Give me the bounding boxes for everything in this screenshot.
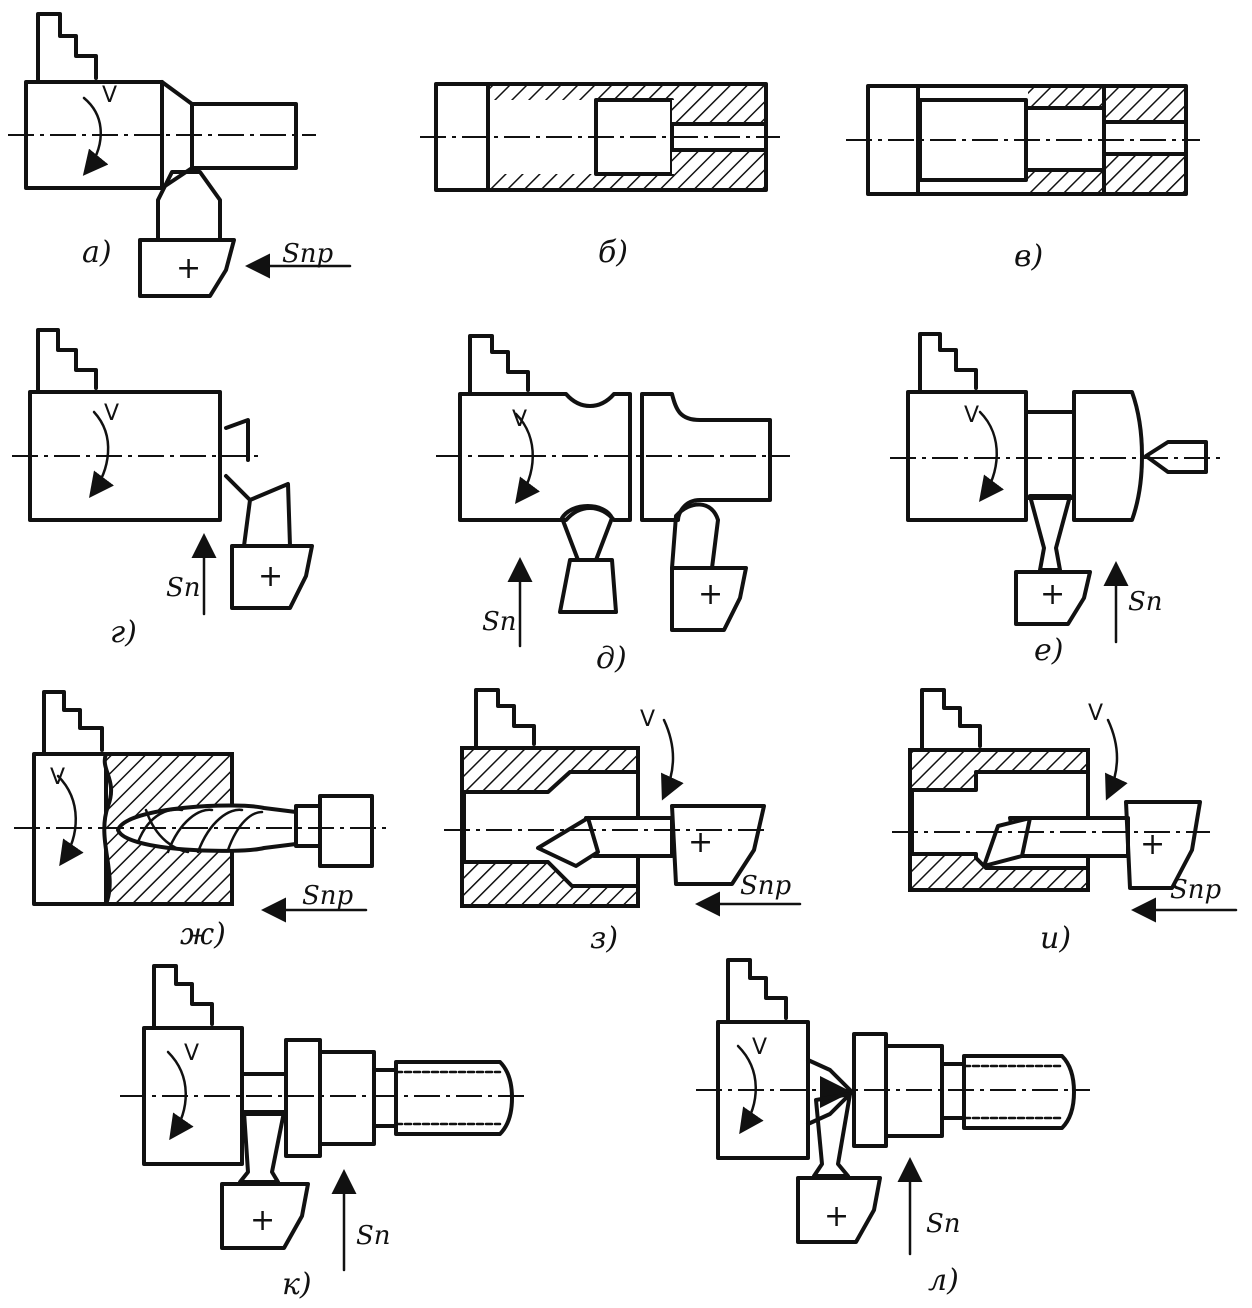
feed-label: Sп [1128, 587, 1163, 617]
tool-holder [220, 1182, 310, 1250]
rotation-arrow [978, 410, 1004, 503]
panel-label: г) [110, 615, 137, 650]
feed-label: Sпр [740, 871, 792, 901]
chuck-jaw [36, 12, 98, 84]
chuck-jaw [918, 332, 978, 394]
chuck-jaw [474, 688, 536, 750]
holder-mark: + [1040, 577, 1065, 612]
panel-label: б) [598, 235, 628, 270]
feed-label: Sп [926, 1209, 961, 1239]
rotation-arrow [56, 774, 84, 867]
panel-label: ж) [180, 917, 226, 952]
panel-z: + V Sпр з) [444, 688, 802, 956]
cutting-speed-label: V [512, 407, 527, 432]
panel-label: з) [590, 921, 618, 956]
tool-holder [1014, 570, 1092, 626]
panel-i: + V Sпр и) [892, 688, 1238, 956]
cutting-speed-label: V [964, 403, 979, 428]
panel-g: V + Sп г) [12, 328, 314, 650]
cutting-speed-label: V [104, 401, 119, 426]
panel-a: V + Sпр а) [8, 12, 352, 298]
panel-e: V + Sп е) [890, 332, 1224, 668]
panel-k: V + Sп к) [120, 964, 524, 1302]
rotation-arrow [89, 410, 114, 499]
cutting-speed-label: V [102, 83, 117, 108]
panel-label: в) [1014, 239, 1043, 274]
collar [1072, 390, 1144, 522]
neck-2 [372, 1068, 398, 1128]
tool-holder [138, 238, 236, 298]
rotation-arrow [166, 1050, 194, 1141]
feed-label: Sпр [282, 239, 334, 269]
panel-label: е) [1034, 633, 1063, 668]
panel-label: а) [82, 235, 112, 270]
panel-l: V + Sп л) [696, 958, 1090, 1298]
holder-mark: + [824, 1199, 849, 1234]
neck [240, 1072, 288, 1116]
cutting-speed-label: V [640, 707, 655, 732]
panel-label: к) [282, 1267, 312, 1302]
panel-zh: V Sпр ж) [14, 690, 390, 952]
panel-label: и) [1040, 921, 1071, 956]
holder-mark: + [258, 559, 283, 594]
rotation-arrow [1105, 718, 1128, 801]
rotation-arrow [736, 1044, 764, 1135]
grooving-tool [238, 1110, 286, 1184]
cutting-speed-label: V [50, 765, 65, 790]
tool-holder [230, 544, 314, 610]
workpiece-left [458, 392, 632, 522]
tool-holder [670, 804, 766, 886]
feed-label: Sпр [1170, 875, 1222, 905]
form-tool [670, 502, 720, 570]
tool-holder [1124, 800, 1202, 890]
cutting-speed-label: V [184, 1041, 199, 1066]
drill-shank [294, 804, 322, 848]
tool-holder [796, 1176, 882, 1244]
facing-tool [224, 418, 292, 548]
grooving-tool [558, 504, 618, 614]
v-form-tool [812, 1092, 852, 1178]
shoulder [318, 1050, 376, 1146]
chuck-jaw [152, 964, 214, 1030]
feed-label: Sп [482, 607, 517, 637]
holder-mark: + [250, 1203, 275, 1238]
cutting-tool [156, 170, 222, 242]
neck [1024, 410, 1076, 500]
panel-label: л) [928, 1263, 959, 1298]
boring-tool-tip [982, 816, 1032, 868]
holder-mark: + [176, 251, 201, 286]
panel-d: V + Sп д) [436, 334, 790, 676]
tailstock-sleeve [318, 794, 374, 868]
chuck-jaw [36, 328, 98, 394]
threaded-end [394, 1060, 514, 1136]
panel-label: д) [596, 641, 627, 676]
cutting-speed-label: V [1088, 701, 1103, 726]
cutting-speed-label: V [752, 1035, 767, 1060]
parting-tool [1028, 494, 1072, 572]
collar [284, 1038, 322, 1158]
panel-v: в) [846, 84, 1200, 274]
tool-holder [670, 566, 748, 632]
rotation-arrow [82, 96, 109, 176]
panel-b: б) [420, 82, 780, 270]
rotation-arrow [514, 412, 540, 505]
feed-label: Sпр [302, 881, 354, 911]
holder-mark: + [698, 577, 723, 612]
feed-label: Sп [356, 1221, 391, 1251]
chuck-jaw [726, 958, 788, 1024]
workpiece-right [640, 392, 772, 522]
feed-label: Sп [166, 573, 201, 603]
chuck-jaw [468, 334, 530, 396]
threaded-end [962, 1054, 1076, 1130]
chuck-jaw [42, 690, 104, 756]
rotation-arrow [661, 718, 684, 801]
chuck-jaw [920, 688, 982, 752]
